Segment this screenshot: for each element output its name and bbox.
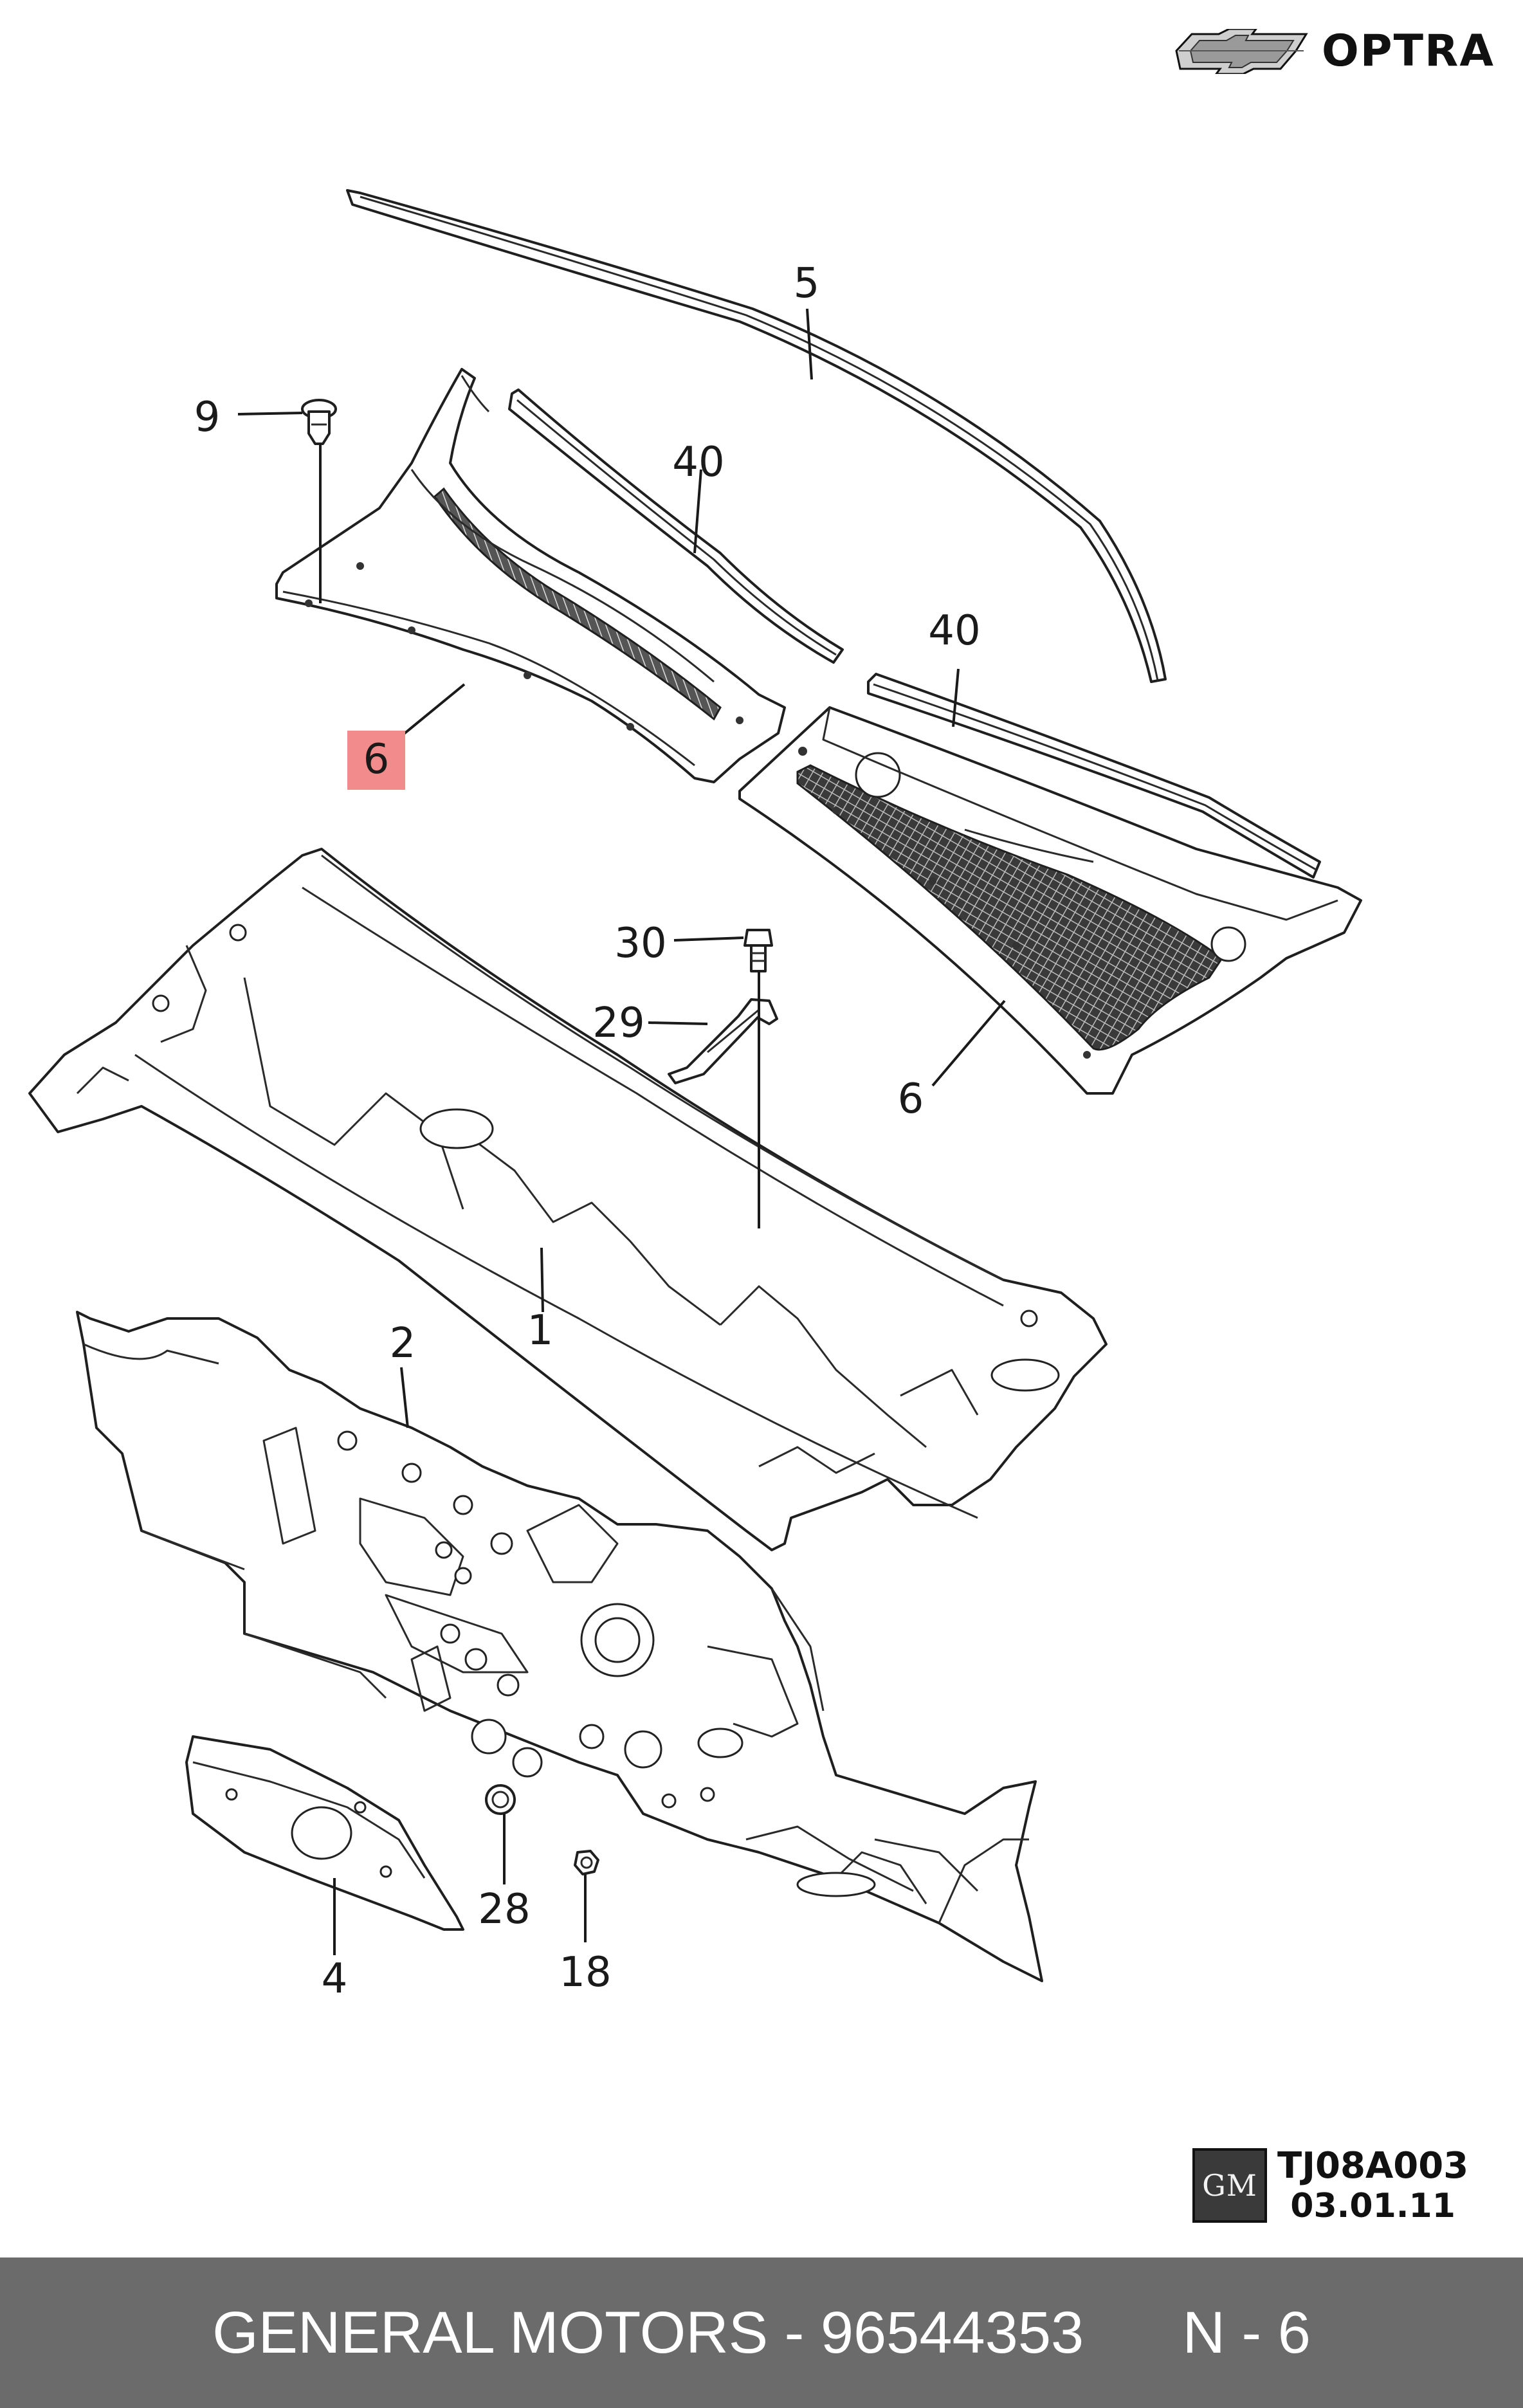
part-40-right-strip [867, 673, 1321, 879]
part-40-left-strip [508, 388, 844, 664]
callout-part-28: 28 [478, 1886, 530, 1933]
part-9-clip [301, 399, 337, 445]
brand-header: OPTRA [1174, 26, 1495, 77]
callout-part-30: 30 [614, 920, 666, 967]
drawing-stamp: GM TJ08A003 03.01.11 [1192, 2145, 1468, 2225]
footer-bar: GENERAL MOTORS - 96544353 N - 6 [0, 2258, 1523, 2408]
chevrolet-bowtie-icon [1175, 28, 1308, 74]
part-4-reinforcement [185, 1735, 464, 1931]
callout-part-40-right: 40 [928, 607, 980, 655]
part-28-grommet [485, 1784, 516, 1815]
footer-part-info: GENERAL MOTORS - 96544353 N - 6 [212, 2299, 1311, 2366]
callout-part-2: 2 [390, 1320, 416, 1367]
part-1-cowl-panel [28, 848, 1108, 1551]
gm-badge-text: GM [1202, 2167, 1257, 2203]
part-6-left-cowl-panel [275, 368, 786, 783]
callout-part-18: 18 [559, 1949, 611, 1996]
callout-part-29: 29 [592, 999, 644, 1047]
callout-part-40-left: 40 [672, 439, 724, 486]
callout-part-6-left: 6 [363, 736, 390, 783]
callout-part-6-right: 6 [898, 1075, 924, 1123]
callout-labels: 5 9 40 40 6 30 29 6 1 2 28 4 18 [194, 260, 981, 2003]
callout-part-5: 5 [794, 260, 820, 307]
leader-lines [237, 308, 1006, 1955]
part-29-bracket [668, 998, 778, 1084]
stamp-lines: TJ08A003 03.01.11 [1277, 2145, 1468, 2225]
drawing-code: TJ08A003 [1277, 2145, 1469, 2187]
gm-logo-icon: GM [1192, 2148, 1267, 2223]
part-2-dash-panel [76, 1311, 1043, 1982]
callout-part-1: 1 [527, 1307, 554, 1354]
drawing-date: 03.01.11 [1290, 2187, 1455, 2225]
highlight-marker [347, 731, 405, 790]
brand-name: OPTRA [1321, 26, 1495, 77]
part-18-nut [574, 1850, 599, 1875]
callout-part-4: 4 [322, 1955, 348, 2003]
part-6-right-cowl-panel [738, 706, 1362, 1095]
callout-part-9: 9 [194, 394, 221, 441]
part-5-seal-strip [346, 189, 1167, 683]
part-30-bolt [743, 929, 773, 972]
